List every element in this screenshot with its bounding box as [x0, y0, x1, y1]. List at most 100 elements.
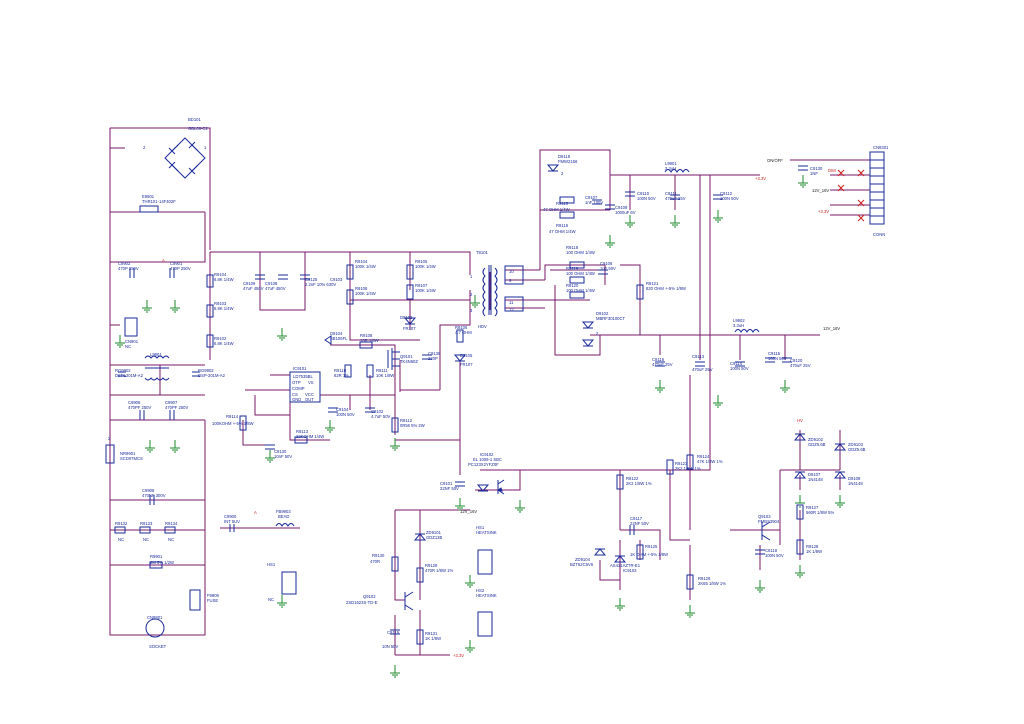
c9120-ref: C9120 — [790, 358, 803, 363]
c9101-val: 22NF 50V — [440, 486, 459, 491]
ic9101-pin-cs: CS — [292, 392, 298, 397]
c9118-val: 100N 50V — [765, 553, 784, 558]
capacitor-c9111 — [670, 194, 680, 200]
resistor-r9901 — [149, 561, 163, 569]
l9902-ref: L9902 — [733, 318, 745, 323]
d9118-pin-2: 2 — [561, 171, 564, 176]
transformer-t9101 — [482, 265, 524, 317]
r9112-val: 0R56 5% 2W — [400, 423, 425, 428]
l9902-val: 3.3uH — [733, 323, 744, 328]
r9104-ref: R9104 — [214, 272, 227, 277]
r9120-val: 100 OHM 1/4W — [566, 288, 595, 293]
r9118-val: 100 OHM 1/4W — [566, 250, 595, 255]
capacitor-c9109 — [255, 274, 265, 280]
capacitor-c9138 — [422, 354, 432, 360]
l9901b-val: 3.3uH — [665, 166, 676, 171]
node-a-label: A — [162, 258, 165, 263]
t9101-pin-10: 10 — [509, 269, 514, 274]
q9103-val: PMBS3904 — [758, 519, 780, 524]
nr9901-pin-2: 2 — [108, 436, 111, 441]
c9109b-ref: C9109 — [615, 205, 628, 210]
c9119-val: 10N 50V — [382, 644, 399, 649]
r9105-ref: R9105 — [415, 259, 428, 264]
resistor-r9114 — [239, 415, 247, 431]
resistor-r9133 — [139, 526, 151, 534]
resistor-r9105 — [406, 264, 414, 280]
c9900-ref: C9900 — [224, 514, 237, 519]
resistor-r9104 — [206, 274, 214, 288]
shunt-regulator-ic9103 — [613, 555, 627, 563]
ic9103-ref: IC9103 — [623, 568, 637, 573]
r9112-ref: R9112 — [400, 418, 413, 423]
c9908-val: 470NF 300V — [142, 493, 166, 498]
cn9301-ref: CN9301 — [873, 145, 889, 150]
c9908-ref: C9908 — [142, 488, 155, 493]
capacitor-c9900 — [229, 524, 235, 532]
r9121-val: 820 OHM +-5% 1/8W — [646, 286, 686, 291]
capacitor-c9108 — [278, 274, 288, 280]
capacitor-c9102 — [365, 407, 375, 413]
d9104-val: SB106FL — [330, 336, 348, 341]
r9116-val: 47 OHM 1/4W — [549, 229, 576, 234]
r9126-val: 2K65 1/8W 1% — [698, 581, 726, 586]
ic9101-pin-comp: COMP — [292, 386, 305, 391]
c9130-val: 10nF 50V — [274, 454, 292, 459]
bd101-ref: BD101 — [188, 117, 201, 122]
nr9901-val: SCD07MCS — [120, 456, 143, 461]
bridge-rectifier-bd101 — [164, 137, 206, 179]
ic9101-pin-gnd: GND — [292, 397, 301, 402]
diode-d9105 — [453, 354, 467, 362]
c9138-val: 220P — [428, 356, 438, 361]
c9102-ref: C9102 — [371, 409, 384, 414]
c9113-ref: C9113 — [692, 354, 705, 359]
r9119-ref: R9119 — [566, 266, 579, 271]
c9106-val: 1nF 50V — [600, 266, 616, 271]
d9103-ref: D9103 — [400, 315, 413, 320]
c9112-ref: C9112 — [720, 191, 733, 196]
resistor-r9108 — [359, 341, 373, 349]
capacitor-c9107 — [592, 199, 602, 205]
d9105-ref: D9105 — [460, 353, 473, 358]
t9101-pin-1: 1 — [470, 274, 473, 279]
c9120-val: 470uF 25V — [790, 363, 811, 368]
r9103-val: 6.8K 1/4W — [214, 306, 234, 311]
r9126-ref: R9126 — [698, 576, 711, 581]
t9101-pin-12: 12 — [509, 307, 514, 312]
d9118-ref: D9118 — [558, 154, 571, 159]
resistor-r9124 — [686, 454, 694, 470]
bd101-pin-1: 1 — [204, 145, 207, 150]
ic9102-val: PC123X2YFZ0F — [468, 462, 499, 467]
capacitor-c9117 — [629, 525, 635, 535]
rg9903-ref: RG9902 — [198, 368, 214, 373]
t9101-pin-3: 3 — [470, 308, 473, 313]
transistor-q9102 — [404, 591, 414, 611]
controller-ic9101 — [289, 371, 321, 403]
r9115-val: 47 OHM 1/4W — [543, 207, 570, 212]
resistor-r9110 — [344, 364, 352, 378]
c9901-val: 470P 250V — [170, 266, 191, 271]
resistor-r9104b — [346, 264, 354, 280]
capacitor-c9907 — [169, 410, 175, 420]
bd101-pin-2: 2 — [143, 145, 146, 150]
r9113-ref: R9113 — [296, 429, 309, 434]
r9108-ref: R9108 — [360, 333, 373, 338]
v33-aux-label: +3.3V — [453, 653, 464, 658]
zd9101-ref: ZD9101 — [426, 530, 442, 535]
resistor-r9107 — [406, 284, 414, 300]
c9901-ref: C9901 — [170, 261, 183, 266]
r9104-val: 6.8K 1/4W — [214, 277, 234, 282]
t9101-ref: T9101 — [476, 250, 489, 255]
e9901-ref: E9901 — [142, 194, 155, 199]
c9116-ref: C9116 — [652, 357, 665, 362]
capacitor-c9906 — [139, 410, 145, 420]
resistor-r9122 — [616, 474, 624, 490]
capacitor-c9908 — [149, 495, 155, 505]
diode-d9107 — [793, 471, 807, 479]
resistor-r9129 — [416, 567, 424, 583]
f9909-ref: F9909 — [207, 593, 220, 598]
d9108-val: 1N4148 — [848, 481, 863, 486]
c9106-ref: C9106 — [600, 261, 613, 266]
zener-zd9102 — [793, 433, 807, 441]
r9122-val: 2K2 1/8W 1% — [626, 481, 652, 486]
capacitor-c9116 — [655, 361, 665, 367]
